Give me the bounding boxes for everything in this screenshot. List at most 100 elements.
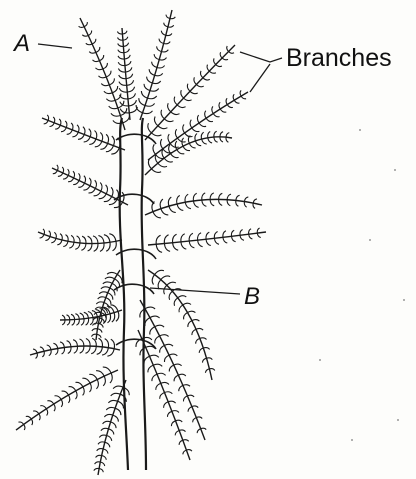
leaflet	[67, 130, 73, 134]
leaflet	[118, 69, 125, 73]
leaflet	[151, 133, 161, 136]
leaflet	[161, 139, 163, 149]
leaflet	[161, 31, 166, 36]
speck-3	[319, 359, 321, 361]
leaflet	[90, 383, 92, 392]
leaflet	[33, 349, 37, 353]
leaflet	[156, 244, 162, 252]
leaflet	[75, 243, 80, 249]
leaflet	[164, 119, 173, 122]
leaflet	[95, 141, 102, 147]
leaflet	[193, 418, 197, 423]
leaflet	[143, 111, 153, 114]
leaflet	[171, 154, 179, 158]
leaflet	[106, 185, 108, 194]
leaflet	[214, 58, 216, 64]
leaflet	[167, 282, 176, 285]
branch-7	[52, 165, 128, 208]
leaflet	[80, 339, 84, 346]
leaflet	[156, 235, 160, 244]
leaflet	[86, 346, 91, 353]
leaflet	[160, 393, 165, 399]
leaflet	[171, 112, 180, 115]
leaflet	[227, 200, 230, 206]
leaflet	[111, 422, 117, 428]
leaflet	[102, 348, 108, 355]
leaflet	[76, 382, 83, 387]
branch-12	[140, 300, 206, 440]
leaflet	[202, 200, 207, 206]
leaflet	[153, 144, 155, 154]
leaflet	[40, 234, 44, 238]
leaflet	[95, 180, 97, 188]
leaflet	[118, 62, 125, 65]
leaflet	[103, 282, 112, 284]
leaflet	[154, 54, 159, 60]
leaflet	[198, 240, 203, 247]
leaflet	[234, 100, 239, 103]
leaflet	[100, 183, 102, 192]
leaflet	[82, 378, 90, 383]
leaflet	[123, 115, 130, 123]
leaflet	[73, 340, 77, 347]
leaflet	[60, 342, 64, 348]
leaflet	[148, 96, 157, 99]
leaflet	[40, 347, 44, 351]
leaflet	[61, 399, 62, 407]
leaflet	[103, 376, 105, 386]
leaflet	[164, 244, 170, 252]
leaflet	[76, 319, 79, 325]
leaflet	[183, 450, 187, 454]
leaflet	[220, 132, 223, 137]
leaflet	[171, 421, 175, 426]
leaflet	[220, 109, 226, 112]
leaflet	[183, 303, 191, 305]
leaflet	[161, 110, 164, 119]
leaflet	[148, 123, 152, 133]
leaflet	[185, 202, 191, 209]
leaflet	[112, 86, 117, 93]
leaflet	[62, 391, 69, 395]
leaflet	[92, 39, 96, 44]
leaflet	[111, 113, 121, 116]
leaflet	[86, 318, 89, 325]
leaflet	[205, 111, 206, 119]
leaflet	[161, 209, 168, 215]
branch-2	[136, 10, 175, 120]
leaflet	[188, 321, 192, 327]
leaflet	[61, 128, 66, 132]
leaflet	[181, 242, 186, 249]
leaflet	[223, 237, 227, 243]
leaflet	[155, 336, 160, 344]
leaflet	[152, 275, 154, 285]
leaflet	[109, 429, 114, 435]
leaflet	[164, 344, 173, 346]
leaflet	[26, 416, 32, 419]
leaflet	[72, 132, 78, 137]
leaflet	[119, 82, 127, 86]
leaflet	[164, 23, 168, 27]
leaflet	[157, 46, 162, 51]
leaflet	[90, 318, 93, 325]
leaflet	[109, 78, 114, 85]
leaflet	[111, 339, 115, 349]
leaflet	[214, 137, 218, 142]
leaflet	[141, 91, 147, 98]
leaflet	[125, 61, 131, 65]
leaflet	[46, 409, 47, 416]
leaflet	[100, 462, 104, 466]
leaflet	[219, 199, 223, 205]
leader-branches-upper	[240, 52, 282, 62]
leaflet	[168, 197, 171, 206]
leaflet	[212, 106, 213, 113]
leaflet	[55, 125, 60, 129]
leaflet	[91, 346, 96, 353]
leaflet	[236, 195, 240, 200]
leaflet	[220, 137, 223, 142]
leaflet	[84, 312, 89, 318]
leaflet	[123, 37, 128, 41]
leaflet	[101, 84, 109, 86]
leaflet	[118, 401, 124, 408]
leaflet	[67, 315, 70, 320]
leaflet	[109, 199, 117, 204]
